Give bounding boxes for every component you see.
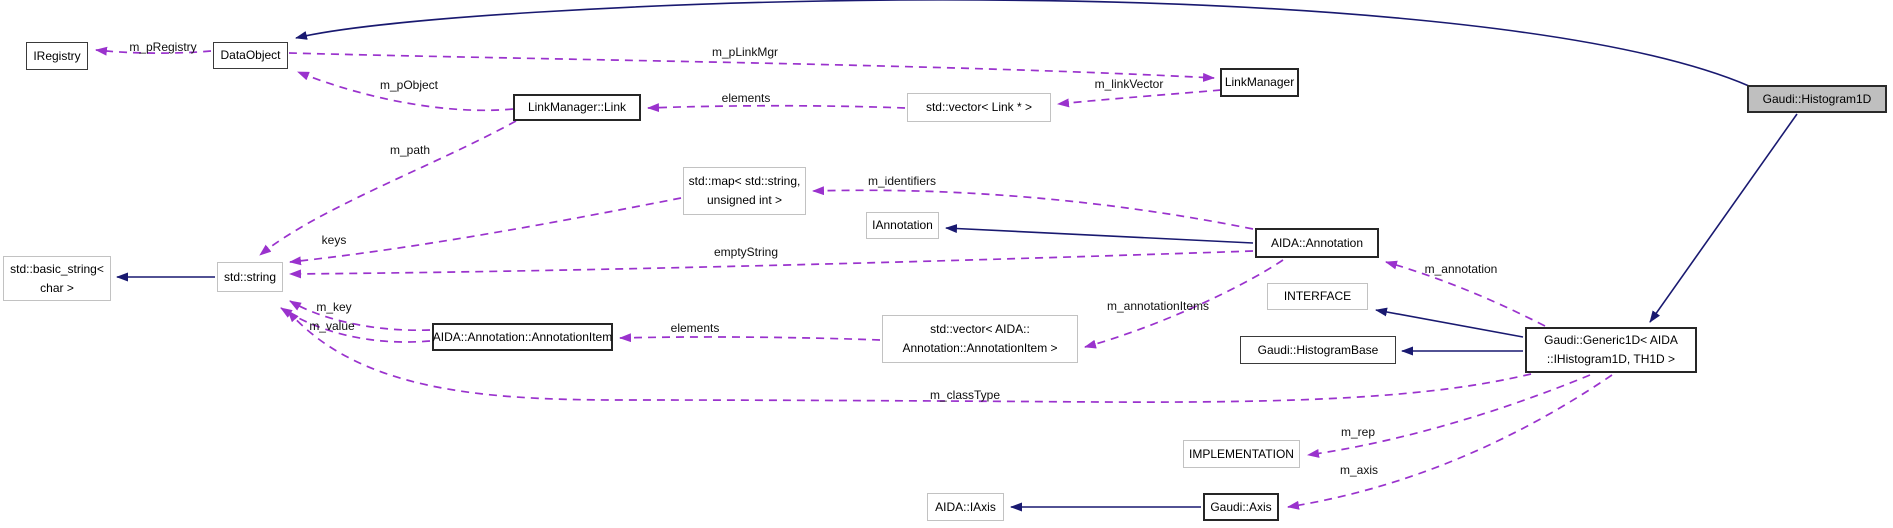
edge-m-identifiers: [812, 186, 1254, 230]
node-gaudi-axis[interactable]: Gaudi::Axis: [1203, 493, 1279, 521]
node-vector-annotationitem[interactable]: std::vector< AIDA:: Annotation::Annotati…: [882, 315, 1078, 363]
node-linkmanager[interactable]: LinkManager: [1220, 68, 1299, 97]
node-implementation[interactable]: IMPLEMENTATION: [1183, 440, 1300, 468]
node-iregistry[interactable]: IRegistry: [26, 42, 88, 70]
edge-label-m-plinkmgr: m_pLinkMgr: [712, 45, 778, 59]
edge-m-axis: [1287, 374, 1613, 510]
node-interface[interactable]: INTERFACE: [1267, 283, 1368, 310]
edge-elements-link: [647, 103, 906, 113]
edge-label-m-classtype: m_classType: [930, 388, 1000, 402]
edge-label-m-pobject: m_pObject: [380, 78, 439, 92]
edge-label-m-identifiers: m_identifiers: [868, 174, 936, 188]
edge-label-m-annotation: m_annotation: [1425, 262, 1498, 276]
edge-label-keys: keys: [322, 233, 347, 247]
edge-generic1d-interface: [1375, 307, 1524, 338]
edge-m-annotation: [1385, 260, 1546, 327]
edge-label-m-rep: m_rep: [1341, 425, 1375, 439]
node-annotationitem[interactable]: AIDA::Annotation::AnnotationItem: [432, 323, 613, 351]
edge-emptystring: [289, 250, 1254, 279]
node-aida-annotation[interactable]: AIDA::Annotation: [1255, 228, 1379, 258]
edge-m-value: [280, 307, 431, 343]
edge-m-classtype: [287, 310, 1532, 403]
edge-m-key: [289, 300, 431, 332]
node-gaudi-histogrambase[interactable]: Gaudi::HistogramBase: [1240, 336, 1396, 364]
edge-label-m-annotationitems: m_annotationItems: [1107, 299, 1209, 313]
edge-label-m-key: m_key: [316, 300, 351, 314]
node-linkmanager-link[interactable]: LinkManager::Link: [513, 94, 641, 121]
node-iannotation[interactable]: IAnnotation: [866, 212, 939, 239]
edge-histogram1d-generic1d: [1649, 113, 1798, 323]
edge-annotation-iannotation: [945, 224, 1254, 244]
node-gaudi-histogram1d: Gaudi::Histogram1D: [1747, 85, 1887, 113]
node-dataobject[interactable]: DataObject: [213, 42, 288, 69]
edge-label-m-pregistry: m_pRegistry: [129, 40, 196, 54]
edge-m-annotationitems: [1084, 259, 1284, 349]
edge-m-path: [259, 120, 517, 256]
node-map-string-uint[interactable]: std::map< std::string, unsigned int >: [683, 167, 806, 215]
edge-label-elements-item: elements: [671, 321, 720, 335]
edge-label-emptystring: emptyString: [714, 245, 778, 259]
edge-label-m-value: m_value: [309, 319, 355, 333]
edge-label-elements-link: elements: [722, 91, 771, 105]
edge-m-rep: [1307, 374, 1591, 458]
edge-m-plinkmgr: [288, 52, 1215, 82]
node-vector-link[interactable]: std::vector< Link * >: [907, 93, 1051, 122]
edge-m-linkvector: [1057, 89, 1222, 108]
node-std-string[interactable]: std::string: [217, 262, 283, 292]
node-basic-string[interactable]: std::basic_string< char >: [3, 256, 111, 301]
edge-label-m-linkvector: m_linkVector: [1095, 77, 1164, 91]
edge-keys: [289, 197, 682, 266]
edge-label-m-axis: m_axis: [1340, 463, 1378, 477]
edge-m-pregistry: [95, 46, 212, 56]
edge-label-m-path: m_path: [390, 143, 430, 157]
edge-m-pobject: [297, 71, 514, 112]
edge-elements-annotationitem: [619, 333, 881, 343]
edge-histogram1d-dataobject: [295, 0, 1750, 87]
node-aida-iaxis[interactable]: AIDA::IAxis: [927, 493, 1004, 521]
node-gaudi-generic1d[interactable]: Gaudi::Generic1D< AIDA ::IHistogram1D, T…: [1525, 327, 1697, 373]
